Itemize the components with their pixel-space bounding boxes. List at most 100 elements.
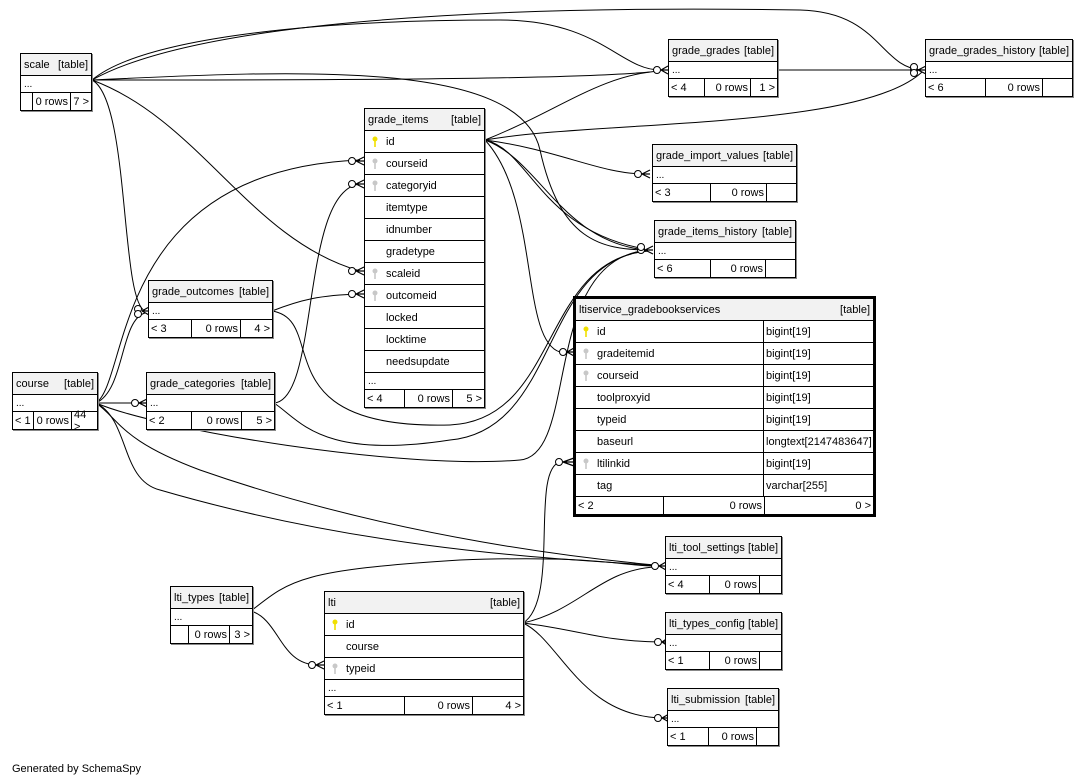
table-header: lti_submission[table] — [668, 689, 778, 711]
table-name[interactable]: course — [16, 377, 50, 390]
column-row[interactable]: courseid — [365, 153, 484, 175]
table-lti-tool-settings[interactable]: lti_tool_settings[table] ... < 4 0 rows — [665, 536, 782, 594]
table-name[interactable]: ltiservice_gradebookservices — [579, 303, 721, 316]
children-count[interactable] — [766, 260, 795, 277]
table-grade-outcomes[interactable]: grade_outcomes[table] ... < 3 0 rows 4 > — [148, 280, 273, 338]
column-name: id — [597, 325, 606, 338]
table-name[interactable]: lti_submission — [671, 693, 741, 706]
parents-count[interactable]: < 4 — [365, 390, 405, 407]
children-count[interactable] — [760, 576, 781, 593]
table-footer: < 6 0 rows — [926, 79, 1072, 96]
column-name: categoryid — [386, 179, 437, 192]
table-tag: [table] — [748, 541, 778, 554]
table-grade-grades-history[interactable]: grade_grades_history[table] ... < 6 0 ro… — [925, 39, 1073, 97]
table-lti-types-config[interactable]: lti_types_config[table] ... < 1 0 rows — [665, 612, 782, 670]
column-row[interactable]: gradetype — [365, 241, 484, 263]
parents-count[interactable]: < 6 — [926, 79, 986, 96]
table-tag: [table] — [219, 591, 249, 604]
row-count: 0 rows — [189, 626, 230, 643]
table-header: grade_import_values[table] — [653, 145, 796, 167]
column-row[interactable]: needsupdate — [365, 351, 484, 373]
column-row[interactable]: locktime — [365, 329, 484, 351]
table-name[interactable]: grade_outcomes — [152, 285, 234, 298]
table-name[interactable]: grade_items_history — [658, 225, 758, 238]
table-grade-items-history[interactable]: grade_items_history[table] ... < 6 0 row… — [654, 220, 796, 278]
children-count[interactable] — [760, 652, 781, 669]
table-name[interactable]: lti — [328, 596, 336, 609]
children-count[interactable]: 44 > — [74, 408, 87, 433]
parents-count[interactable] — [171, 626, 189, 643]
row-count: 0 rows — [192, 320, 241, 337]
table-name[interactable]: grade_grades_history — [929, 44, 1036, 57]
children-count[interactable] — [1043, 79, 1072, 96]
children-count[interactable] — [767, 184, 796, 201]
parents-count[interactable]: < 2 — [147, 412, 192, 429]
parents-count[interactable]: < 3 — [149, 320, 192, 337]
parents-count[interactable]: < 1 — [325, 697, 405, 714]
table-course[interactable]: course[table] ... < 1 0 rows 44 > — [12, 372, 98, 433]
children-count[interactable]: 4 > — [505, 699, 521, 712]
column-row[interactable]: itemtype — [365, 197, 484, 219]
column-row[interactable]: outcomeid — [365, 285, 484, 307]
columns-ellipsis: ... — [325, 680, 523, 697]
parents-count[interactable]: < 1 — [666, 652, 710, 669]
parents-count[interactable]: < 4 — [669, 79, 705, 96]
parents-count[interactable] — [21, 93, 33, 110]
parents-count[interactable]: < 1 — [668, 728, 709, 745]
edge-scale-grade-outcomes — [91, 79, 146, 312]
table-name[interactable]: lti_types_config — [669, 617, 745, 630]
column-row[interactable]: idnumber — [365, 219, 484, 241]
column-type: bigint[19] — [763, 365, 873, 386]
column-type: bigint[19] — [763, 321, 873, 342]
parents-count[interactable]: < 1 — [13, 412, 34, 429]
table-tag: [table] — [241, 377, 271, 390]
table-name[interactable]: grade_items — [368, 113, 429, 126]
column-row[interactable]: id — [365, 131, 484, 153]
parents-count[interactable]: < 4 — [666, 576, 710, 593]
children-count[interactable] — [757, 728, 778, 745]
children-count[interactable]: 3 > — [234, 628, 250, 641]
table-footer: 0 rows 3 > — [171, 626, 252, 643]
parents-count[interactable]: < 3 — [653, 184, 711, 201]
parents-count[interactable]: < 6 — [655, 260, 711, 277]
row-count: 0 rows — [34, 412, 72, 429]
table-lti[interactable]: lti[table] id course typeid ... < 1 0 ro… — [324, 591, 524, 715]
table-lti-types[interactable]: lti_types[table] ... 0 rows 3 > — [170, 586, 253, 644]
table-name[interactable]: grade_import_values — [656, 149, 759, 162]
table-name[interactable]: scale — [24, 58, 50, 71]
children-count[interactable]: 7 > — [73, 95, 89, 108]
children-count[interactable]: 5 > — [466, 392, 482, 405]
table-scale[interactable]: scale[table] ... 0 rows 7 > — [20, 53, 92, 111]
column-row[interactable]: course — [325, 636, 523, 658]
table-grade-items[interactable]: grade_items[table] id courseid categoryi… — [364, 108, 485, 408]
table-name[interactable]: lti_types — [174, 591, 215, 604]
children-count[interactable]: 5 > — [256, 414, 272, 427]
table-name[interactable]: grade_categories — [150, 377, 236, 390]
column-row[interactable]: locked — [365, 307, 484, 329]
table-grade-categories[interactable]: grade_categories[table] ... < 2 0 rows 5… — [146, 372, 275, 430]
primary-key-icon — [328, 619, 342, 630]
children-count[interactable]: 4 > — [254, 322, 270, 335]
children-count[interactable]: 0 > — [855, 499, 871, 512]
table-name[interactable]: lti_tool_settings — [669, 541, 745, 554]
table-name[interactable]: grade_grades — [672, 44, 740, 57]
column-row[interactable]: typeid — [325, 658, 523, 680]
column-row[interactable]: id bigint[19] — [576, 321, 873, 343]
table-grade-grades[interactable]: grade_grades[table] ... < 4 0 rows 1 > — [668, 39, 778, 97]
column-row[interactable]: scaleid — [365, 263, 484, 285]
children-count[interactable]: 1 > — [759, 81, 775, 94]
column-row[interactable]: categoryid — [365, 175, 484, 197]
row-count: 0 rows — [710, 652, 760, 669]
table-grade-import-values[interactable]: grade_import_values[table] ... < 3 0 row… — [652, 144, 797, 202]
column-row[interactable]: id — [325, 614, 523, 636]
parents-count[interactable]: < 2 — [576, 497, 664, 514]
table-lti-submission[interactable]: lti_submission[table] ... < 1 0 rows — [667, 688, 779, 746]
